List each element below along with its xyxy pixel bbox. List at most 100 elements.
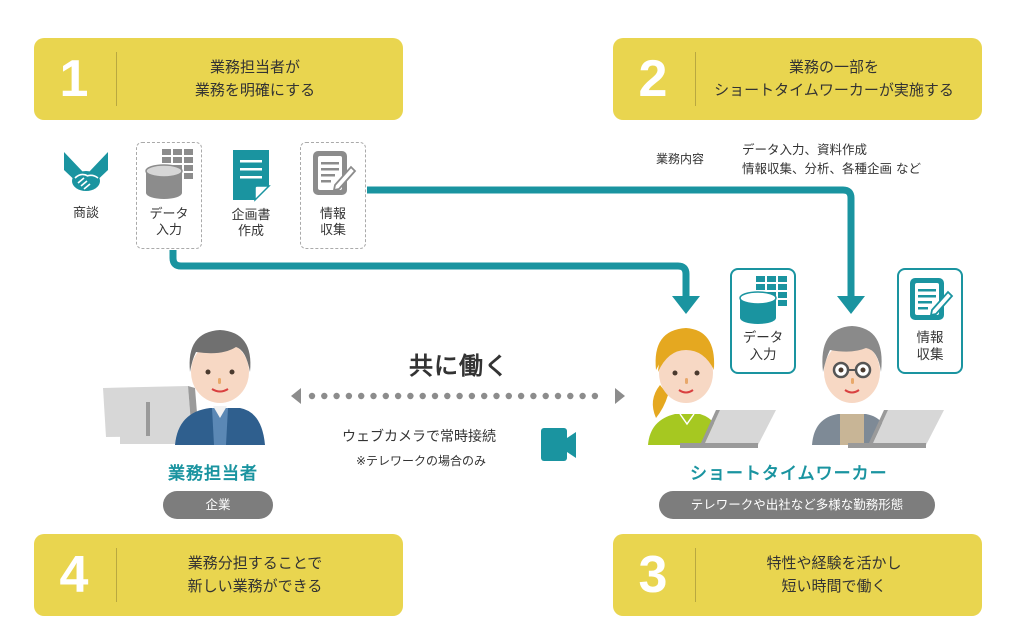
manager-name: 業務担当者: [168, 464, 258, 484]
task-label-line: 企画書: [231, 208, 271, 223]
task-proposal: 企画書 作成: [220, 148, 282, 240]
step-text-line: 業務の一部を: [788, 58, 879, 76]
clipboard-edit-icon: [313, 151, 357, 195]
step-number: 3: [638, 546, 668, 604]
step-number: 2: [638, 50, 668, 108]
dot: [419, 392, 426, 400]
work-content-text: データ入力、資料作成 情報収集、分析、各種企画 など: [742, 140, 921, 178]
dot: [530, 392, 537, 400]
divider: [116, 52, 117, 106]
database-icon: [145, 149, 193, 199]
dot: [333, 392, 340, 400]
dot: [382, 392, 389, 400]
task-label-line: 情報: [319, 207, 346, 222]
arrowhead-info: [837, 296, 865, 314]
task-label-line: 商談: [72, 206, 99, 221]
dot: [345, 392, 353, 400]
workers-tag: テレワークや出社など多様な勤務形態: [659, 491, 935, 519]
step-box-2: 2 業務の一部を ショートタイムワーカーが実施する: [613, 38, 982, 120]
task-data-entry: データ 入力: [136, 142, 202, 249]
step-box-4: 4 業務分担することで 新しい業務ができる: [34, 534, 403, 616]
monitor-stand: [146, 402, 150, 438]
task-label: 情報 収集: [301, 207, 365, 239]
dot: [394, 392, 402, 400]
step-box-3: 3 特性や経験を活かし 短い時間で働く: [613, 534, 982, 616]
card-label-line: データ: [742, 330, 784, 346]
dot: [579, 392, 586, 400]
work-content-line: 情報収集、分析、各種企画 など: [742, 161, 921, 176]
worker-card-data-entry: データ 入力: [730, 268, 796, 374]
dot: [505, 392, 512, 400]
work-content-label: 業務内容: [656, 152, 705, 166]
step-text-line: 新しい業務ができる: [187, 577, 323, 595]
step-text-line: 業務分担することで: [187, 554, 323, 572]
manager-tag: 企業: [163, 491, 273, 519]
step-text: 業務の一部を ショートタイムワーカーが実施する: [696, 56, 982, 102]
card-label-line: 収集: [916, 347, 944, 363]
card-label-line: 入力: [749, 347, 777, 363]
woman-body: [648, 414, 722, 445]
manager-hair: [189, 330, 251, 372]
dot: [542, 392, 549, 400]
worker-card-info-collection: 情報 収集: [897, 268, 963, 374]
task-negotiation: 商談: [55, 148, 117, 222]
step-text: 特性や経験を活かし 短い時間で働く: [696, 552, 982, 598]
task-label-line: データ: [149, 207, 189, 222]
step-text-line: 短い時間で働く: [781, 577, 887, 595]
worker-man-laptop: [872, 410, 944, 445]
database-icon: [739, 276, 787, 324]
card-label: 情報 収集: [899, 330, 961, 364]
task-label: 企画書 作成: [220, 208, 282, 240]
dot: [493, 392, 500, 400]
step-box-1: 1 業務担当者が 業務を明確にする: [34, 38, 403, 120]
step-text-line: 特性や経験を活かし: [766, 554, 902, 572]
woman-face: [659, 343, 713, 403]
dot: [468, 392, 476, 400]
step-text: 業務分担することで 新しい業務ができる: [117, 552, 403, 598]
task-label: 商談: [55, 206, 117, 222]
dot: [517, 392, 525, 400]
arrowhead-data-entry: [672, 296, 700, 314]
dot: [456, 392, 463, 400]
divider: [695, 52, 696, 106]
task-info-collection: 情報 収集: [300, 142, 366, 249]
worker-man-face: [824, 341, 880, 403]
dot: [321, 392, 328, 400]
together-title: 共に働く: [409, 352, 509, 380]
workers-name: ショートタイムワーカー: [690, 464, 888, 484]
flow-arrow-data-entry: [169, 250, 690, 298]
task-label-line: 入力: [155, 223, 182, 238]
dot: [591, 392, 599, 400]
flow-arrow-info: [367, 186, 855, 298]
woman-hair: [655, 328, 715, 370]
work-content-line: データ入力、資料作成: [742, 142, 868, 157]
card-label-line: 情報: [916, 330, 944, 346]
webcam-text: ウェブカメラで常時接続: [342, 429, 496, 445]
document-icon: [233, 150, 271, 202]
step-number: 1: [59, 50, 89, 108]
arrow-right-head: [615, 388, 625, 404]
step-number: 4: [59, 546, 89, 604]
task-label: データ 入力: [137, 207, 201, 239]
dot: [481, 392, 488, 400]
arrow-left-head: [291, 388, 301, 404]
dot: [431, 392, 439, 400]
divider: [116, 548, 117, 602]
worker-man-hair: [822, 326, 882, 372]
step-text-line: 業務を明確にする: [194, 81, 316, 99]
woman-laptop: [704, 410, 776, 445]
handshake-icon: [64, 152, 108, 191]
dot: [554, 392, 562, 400]
dot: [308, 392, 316, 400]
step-text: 業務担当者が 業務を明確にする: [117, 56, 403, 102]
dot: [407, 392, 414, 400]
manager-face: [191, 341, 249, 403]
task-label-line: 収集: [319, 223, 346, 238]
step-text-line: ショートタイムワーカーが実施する: [714, 81, 954, 99]
task-label-line: 作成: [237, 224, 264, 239]
dot: [444, 392, 451, 400]
